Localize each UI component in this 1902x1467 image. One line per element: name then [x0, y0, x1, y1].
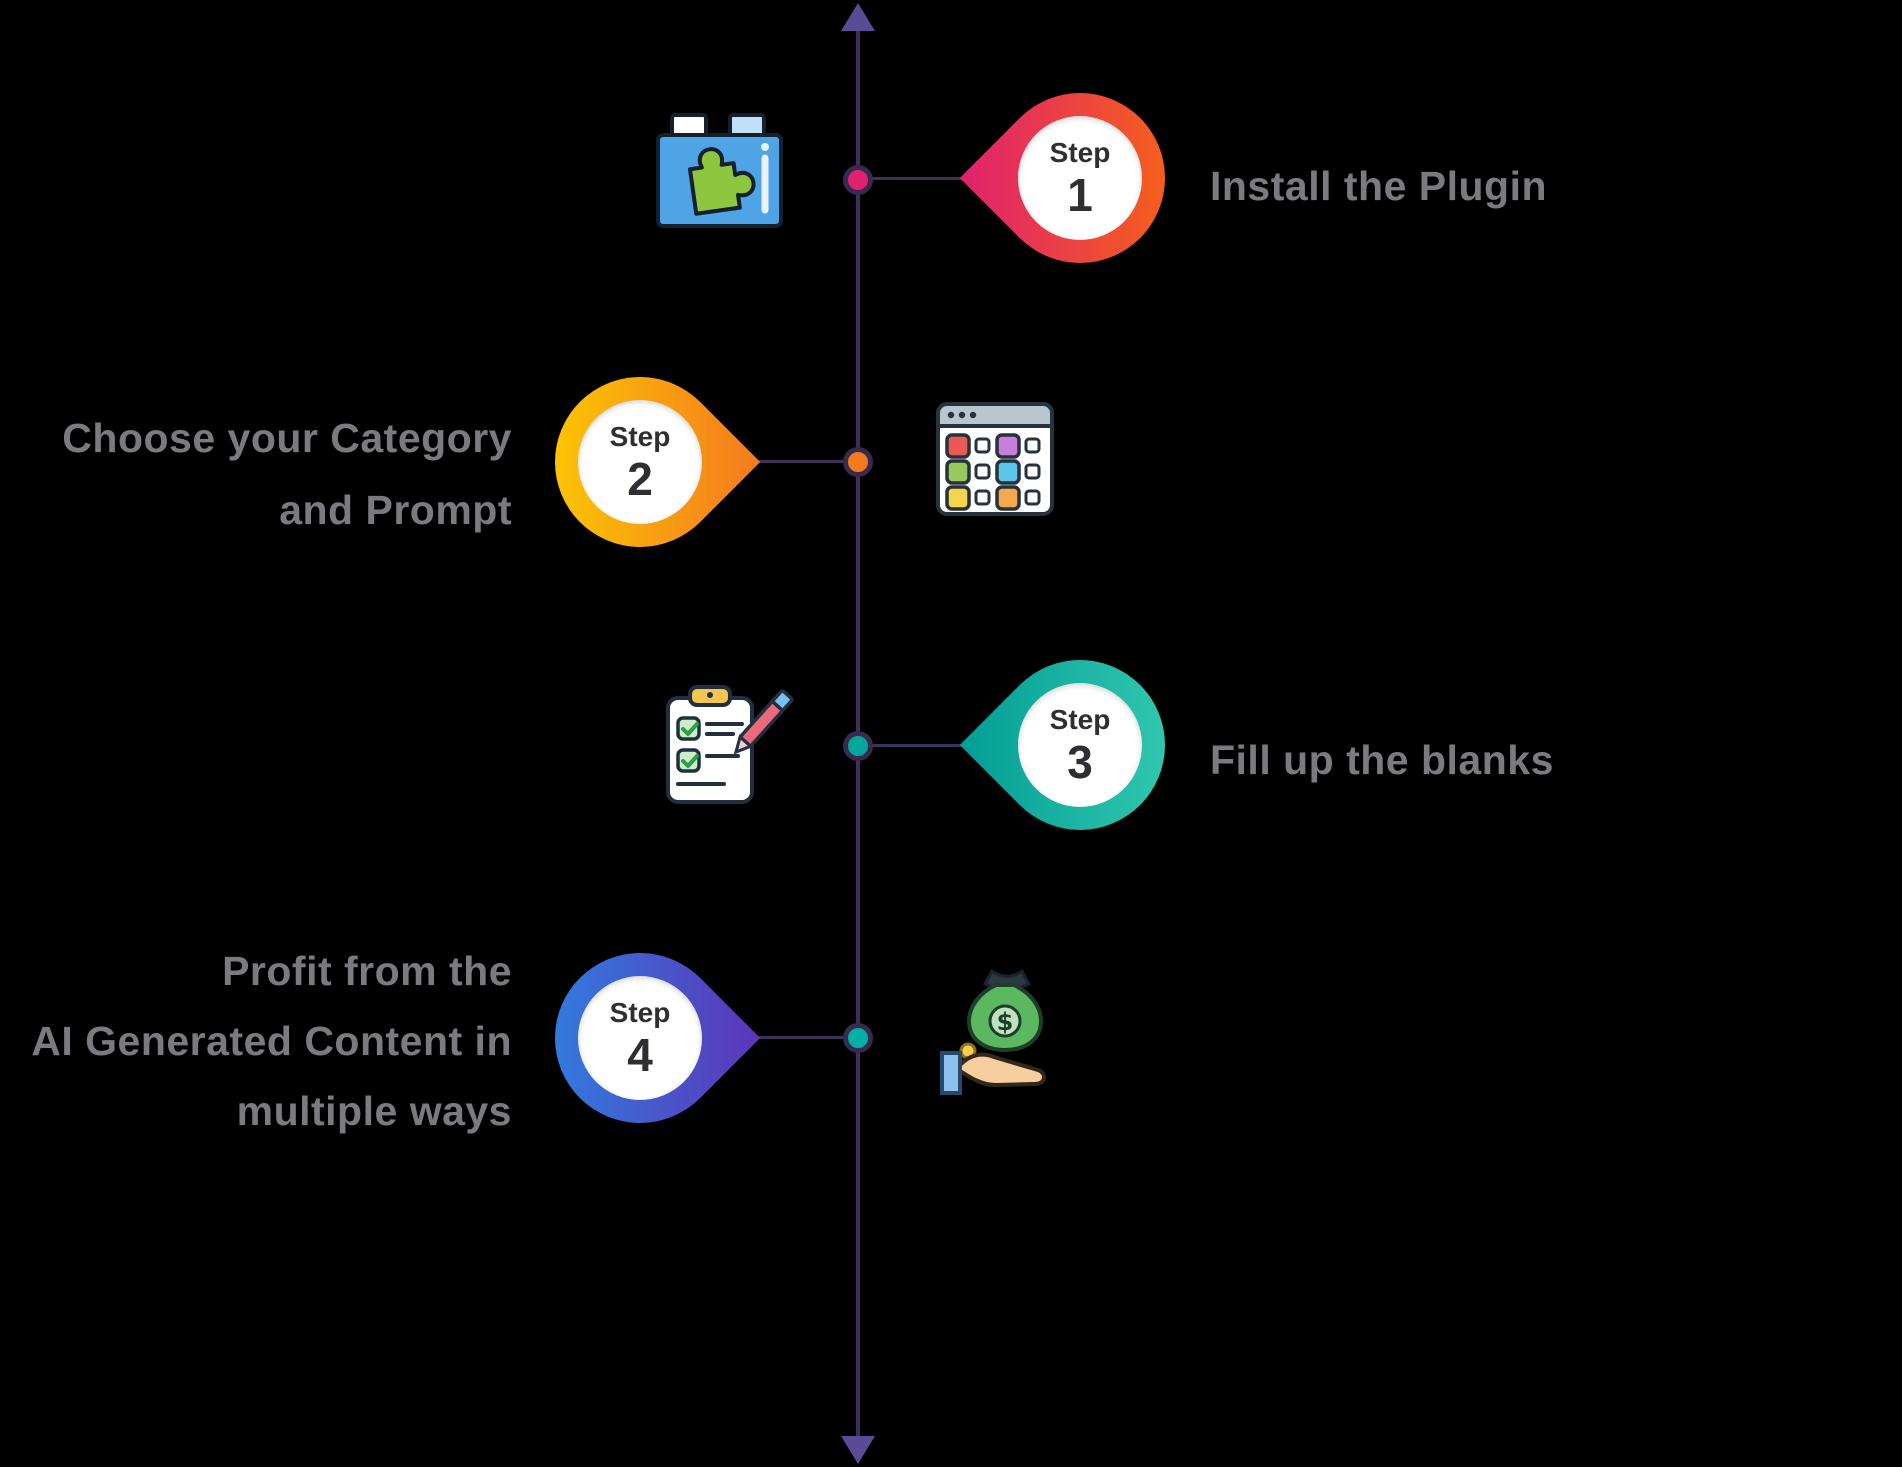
connector-step-2	[756, 460, 846, 463]
step-3-title: Fill up the blanks	[1210, 736, 1554, 785]
step-1-title-line: Install the Plugin	[1210, 163, 1548, 209]
step-4-title-line: Profit from the	[222, 948, 512, 994]
svg-text:$: $	[997, 1008, 1014, 1036]
step-3-badge: Step 3	[1018, 683, 1142, 807]
step-1-word: Step	[1049, 136, 1111, 168]
step-4-title-line: AI Generated Content in	[31, 1018, 512, 1064]
step-4-number: 4	[627, 1028, 653, 1081]
step-2-title-line: and Prompt	[279, 487, 512, 533]
plugin-icon	[652, 110, 787, 232]
timeline-dot-2	[843, 447, 873, 477]
step-1-badge: Step 1	[1018, 116, 1142, 240]
step-2-word: Step	[609, 420, 671, 452]
connector-step-4	[756, 1036, 846, 1039]
step-3-number: 3	[1067, 735, 1093, 788]
step-3-title-line: Fill up the blanks	[1210, 737, 1554, 783]
step-4-title-line: multiple ways	[236, 1088, 512, 1134]
step-4-badge: Step 4	[578, 976, 702, 1100]
step-2-number: 2	[627, 452, 653, 505]
step-marker-3: Step 3	[959, 624, 1201, 866]
timeline-dot-1	[843, 165, 873, 195]
step-2-title: Choose your Category and Prompt	[62, 402, 512, 546]
timeline-arrow-down	[841, 1436, 875, 1464]
timeline-arrow-up	[841, 3, 875, 31]
step-marker-1: Step 1	[959, 57, 1201, 299]
step-4-title: Profit from the AI Generated Content in …	[31, 936, 512, 1146]
step-3-word: Step	[1049, 703, 1111, 735]
timeline-dot-3	[843, 731, 873, 761]
money-hand-icon: $	[938, 955, 1072, 1097]
step-marker-4: Step 4	[519, 917, 761, 1159]
checklist-icon	[662, 682, 794, 806]
timeline-dot-4	[843, 1023, 873, 1053]
connector-step-1	[870, 177, 962, 180]
step-1-title: Install the Plugin	[1210, 162, 1547, 211]
step-marker-2: Step 2	[519, 341, 761, 583]
step-4-word: Step	[609, 996, 671, 1028]
category-grid-icon	[934, 398, 1056, 520]
connector-step-3	[870, 744, 962, 747]
step-2-title-line: Choose your Category	[62, 415, 512, 461]
step-1-number: 1	[1067, 168, 1093, 221]
step-2-badge: Step 2	[578, 400, 702, 524]
